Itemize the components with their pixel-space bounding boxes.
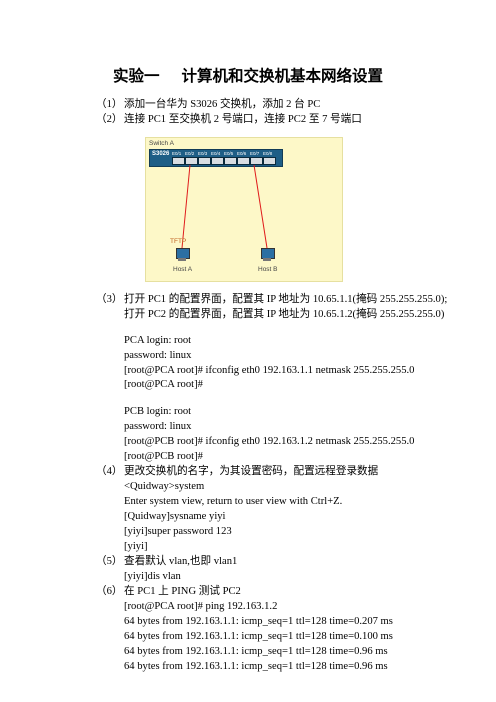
port-label: E0/4 bbox=[211, 151, 221, 156]
step-text: 打开 PC1 的配置界面，配置其 IP 地址为 10.65.1.1(掩码 255… bbox=[124, 294, 448, 305]
host-b-computer-icon[interactable] bbox=[260, 248, 275, 261]
link-host-a bbox=[181, 164, 191, 249]
title-part1: 实验一 bbox=[112, 67, 160, 85]
port-label: E0/5 bbox=[224, 151, 234, 156]
step-6: （6）在 PC1 上 PING 测试 PC2 bbox=[96, 585, 241, 598]
console-line: [yiyi]dis vlan bbox=[124, 571, 181, 582]
step-number: （2） bbox=[96, 114, 123, 125]
console-line: 64 bytes from 192.163.1.1: icmp_seq=1 tt… bbox=[124, 661, 388, 672]
port-e0-8[interactable] bbox=[263, 157, 276, 165]
console-line: [root@PCA root]# ifconfig eth0 192.163.1… bbox=[124, 365, 415, 376]
step-text: 连接 PC1 至交换机 2 号端口，连接 PC2 至 7 号端口 bbox=[124, 114, 362, 125]
step-3-line-2: 打开 PC2 的配置界面，配置其 IP 地址为 10.65.1.2(掩码 255… bbox=[124, 309, 445, 320]
page-title: 实验一 计算机和交换机基本网络设置 bbox=[0, 64, 496, 86]
console-line: [root@PCA root]# bbox=[124, 379, 203, 390]
port-label: E0/2 bbox=[185, 151, 195, 156]
tftp-label: TFTP bbox=[170, 238, 187, 245]
host-b-label: Host B bbox=[258, 266, 278, 273]
console-line: password: linux bbox=[124, 350, 192, 361]
console-line: [yiyi] bbox=[124, 541, 148, 552]
console-line: Enter system view, return to user view w… bbox=[124, 496, 343, 507]
switch-model: S3026 bbox=[152, 151, 170, 157]
console-line: 64 bytes from 192.163.1.1: icmp_seq=1 tt… bbox=[124, 616, 393, 627]
console-line: [Quidway]sysname yiyi bbox=[124, 511, 226, 522]
port-e0-1[interactable] bbox=[172, 157, 185, 165]
port-e0-3[interactable] bbox=[198, 157, 211, 165]
step-number: （1） bbox=[96, 99, 123, 110]
console-line: PCB login: root bbox=[124, 406, 192, 417]
port-label: E0/7 bbox=[250, 151, 260, 156]
port-e0-5[interactable] bbox=[224, 157, 237, 165]
step-1: （1）添加一台华为 S3026 交换机，添加 2 台 PC bbox=[96, 98, 320, 111]
title-part2: 计算机和交换机基本网络设置 bbox=[181, 67, 384, 85]
port-label: E0/1 bbox=[172, 151, 182, 156]
switch-device: S3026 E0/1 E0/2 E0/3 E0/4 E0/5 E0/6 E0/7… bbox=[149, 149, 283, 167]
step-3: （3）打开 PC1 的配置界面，配置其 IP 地址为 10.65.1.1(掩码 … bbox=[96, 293, 447, 306]
console-line: [root@PCA root]# ping 192.163.1.2 bbox=[124, 601, 278, 612]
console-line: [root@PCB root]# ifconfig eth0 192.163.1… bbox=[124, 436, 415, 447]
step-text: 更改交换机的名字，为其设置密码，配置远程登录数据 bbox=[124, 466, 379, 477]
step-number: （5） bbox=[96, 556, 123, 567]
port-e0-6[interactable] bbox=[237, 157, 250, 165]
console-line: 64 bytes from 192.163.1.1: icmp_seq=1 tt… bbox=[124, 631, 393, 642]
step-number: （3） bbox=[96, 294, 123, 305]
step-text: 在 PC1 上 PING 测试 PC2 bbox=[124, 586, 241, 597]
console-line: password: linux bbox=[124, 421, 192, 432]
topology-figure: Switch A S3026 E0/1 E0/2 E0/3 E0/4 E0/5 … bbox=[145, 137, 343, 282]
console-line: [yiyi]super password 123 bbox=[124, 526, 232, 537]
host-a-computer-icon[interactable] bbox=[175, 248, 190, 261]
link-lines bbox=[181, 164, 268, 249]
port-label: E0/3 bbox=[198, 151, 208, 156]
link-host-b bbox=[253, 164, 268, 249]
step-4: （4）更改交换机的名字，为其设置密码，配置远程登录数据 bbox=[96, 465, 378, 478]
port-e0-2[interactable] bbox=[185, 157, 198, 165]
console-line: <Quidway>system bbox=[124, 481, 205, 492]
step-number: （6） bbox=[96, 586, 123, 597]
port-label: E0/8 bbox=[263, 151, 273, 156]
switch-label: Switch A bbox=[149, 140, 174, 147]
port-e0-7[interactable] bbox=[250, 157, 263, 165]
console-line: [root@PCB root]# bbox=[124, 451, 203, 462]
step-2: （2）连接 PC1 至交换机 2 号端口，连接 PC2 至 7 号端口 bbox=[96, 113, 362, 126]
port-label: E0/6 bbox=[237, 151, 247, 156]
port-e0-4[interactable] bbox=[211, 157, 224, 165]
step-text: 添加一台华为 S3026 交换机，添加 2 台 PC bbox=[124, 99, 321, 110]
step-5: （5）查看默认 vlan,也即 vlan1 bbox=[96, 555, 237, 568]
step-number: （4） bbox=[96, 466, 123, 477]
console-line: PCA login: root bbox=[124, 335, 192, 346]
host-a-label: Host A bbox=[173, 266, 193, 273]
step-text: 查看默认 vlan,也即 vlan1 bbox=[124, 556, 238, 567]
console-line: 64 bytes from 192.163.1.1: icmp_seq=1 tt… bbox=[124, 646, 388, 657]
